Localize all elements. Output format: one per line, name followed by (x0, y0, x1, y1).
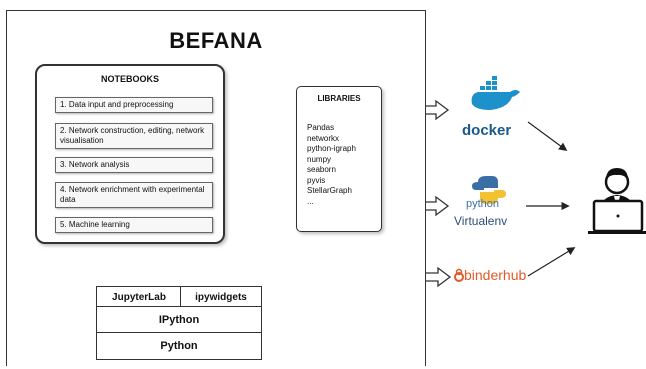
stack-jupyterlab: JupyterLab (96, 286, 182, 308)
python-label: python (466, 198, 500, 210)
arrow-binderhub-to-user (527, 247, 576, 277)
library-item: pyvis (307, 175, 326, 185)
docker-label: docker (462, 122, 512, 139)
python-logo-icon (472, 176, 506, 204)
notebook-item-5: 5. Machine learning (55, 217, 213, 233)
binderhub-label: binderhub (464, 267, 527, 283)
arrow-docker-to-user (527, 121, 568, 151)
stack-ipywidgets: ipywidgets (180, 286, 262, 308)
library-item: ... (307, 196, 314, 206)
library-item: seaborn (307, 165, 336, 174)
library-item: Pandas (307, 123, 335, 132)
libraries-title: LIBRARIES (317, 94, 361, 103)
notebook-item-2: 2. Network construction, editing, networ… (55, 123, 213, 149)
virtualenv-label: Virtualenv (454, 214, 508, 228)
stack-python: Python (96, 332, 262, 360)
notebooks-box: NOTEBOOKS 1. Data input and preprocessin… (35, 64, 225, 244)
binderhub-logo-icon (454, 268, 464, 282)
diagram-title: BEFANA (169, 28, 263, 53)
libraries-box: LIBRARIES Pandas networkx python-igraph … (296, 86, 382, 232)
libraries-list: Pandas networkx python-igraph numpy seab… (307, 123, 356, 207)
notebooks-title: NOTEBOOKS (100, 74, 159, 84)
laptop-icon (588, 199, 646, 234)
docker-whale-icon (471, 76, 520, 110)
stack-ipython: IPython (96, 306, 262, 334)
library-item: numpy (307, 154, 332, 164)
notebook-item-4: 4. Network enrichment with experimental … (55, 182, 213, 208)
library-item: StellarGraph (307, 186, 352, 195)
notebook-item-3: 3. Network analysis (55, 157, 213, 173)
library-item: python-igraph (307, 144, 356, 153)
notebook-item-1: 1. Data input and preprocessing (55, 97, 213, 113)
library-item: networkx (307, 133, 340, 143)
